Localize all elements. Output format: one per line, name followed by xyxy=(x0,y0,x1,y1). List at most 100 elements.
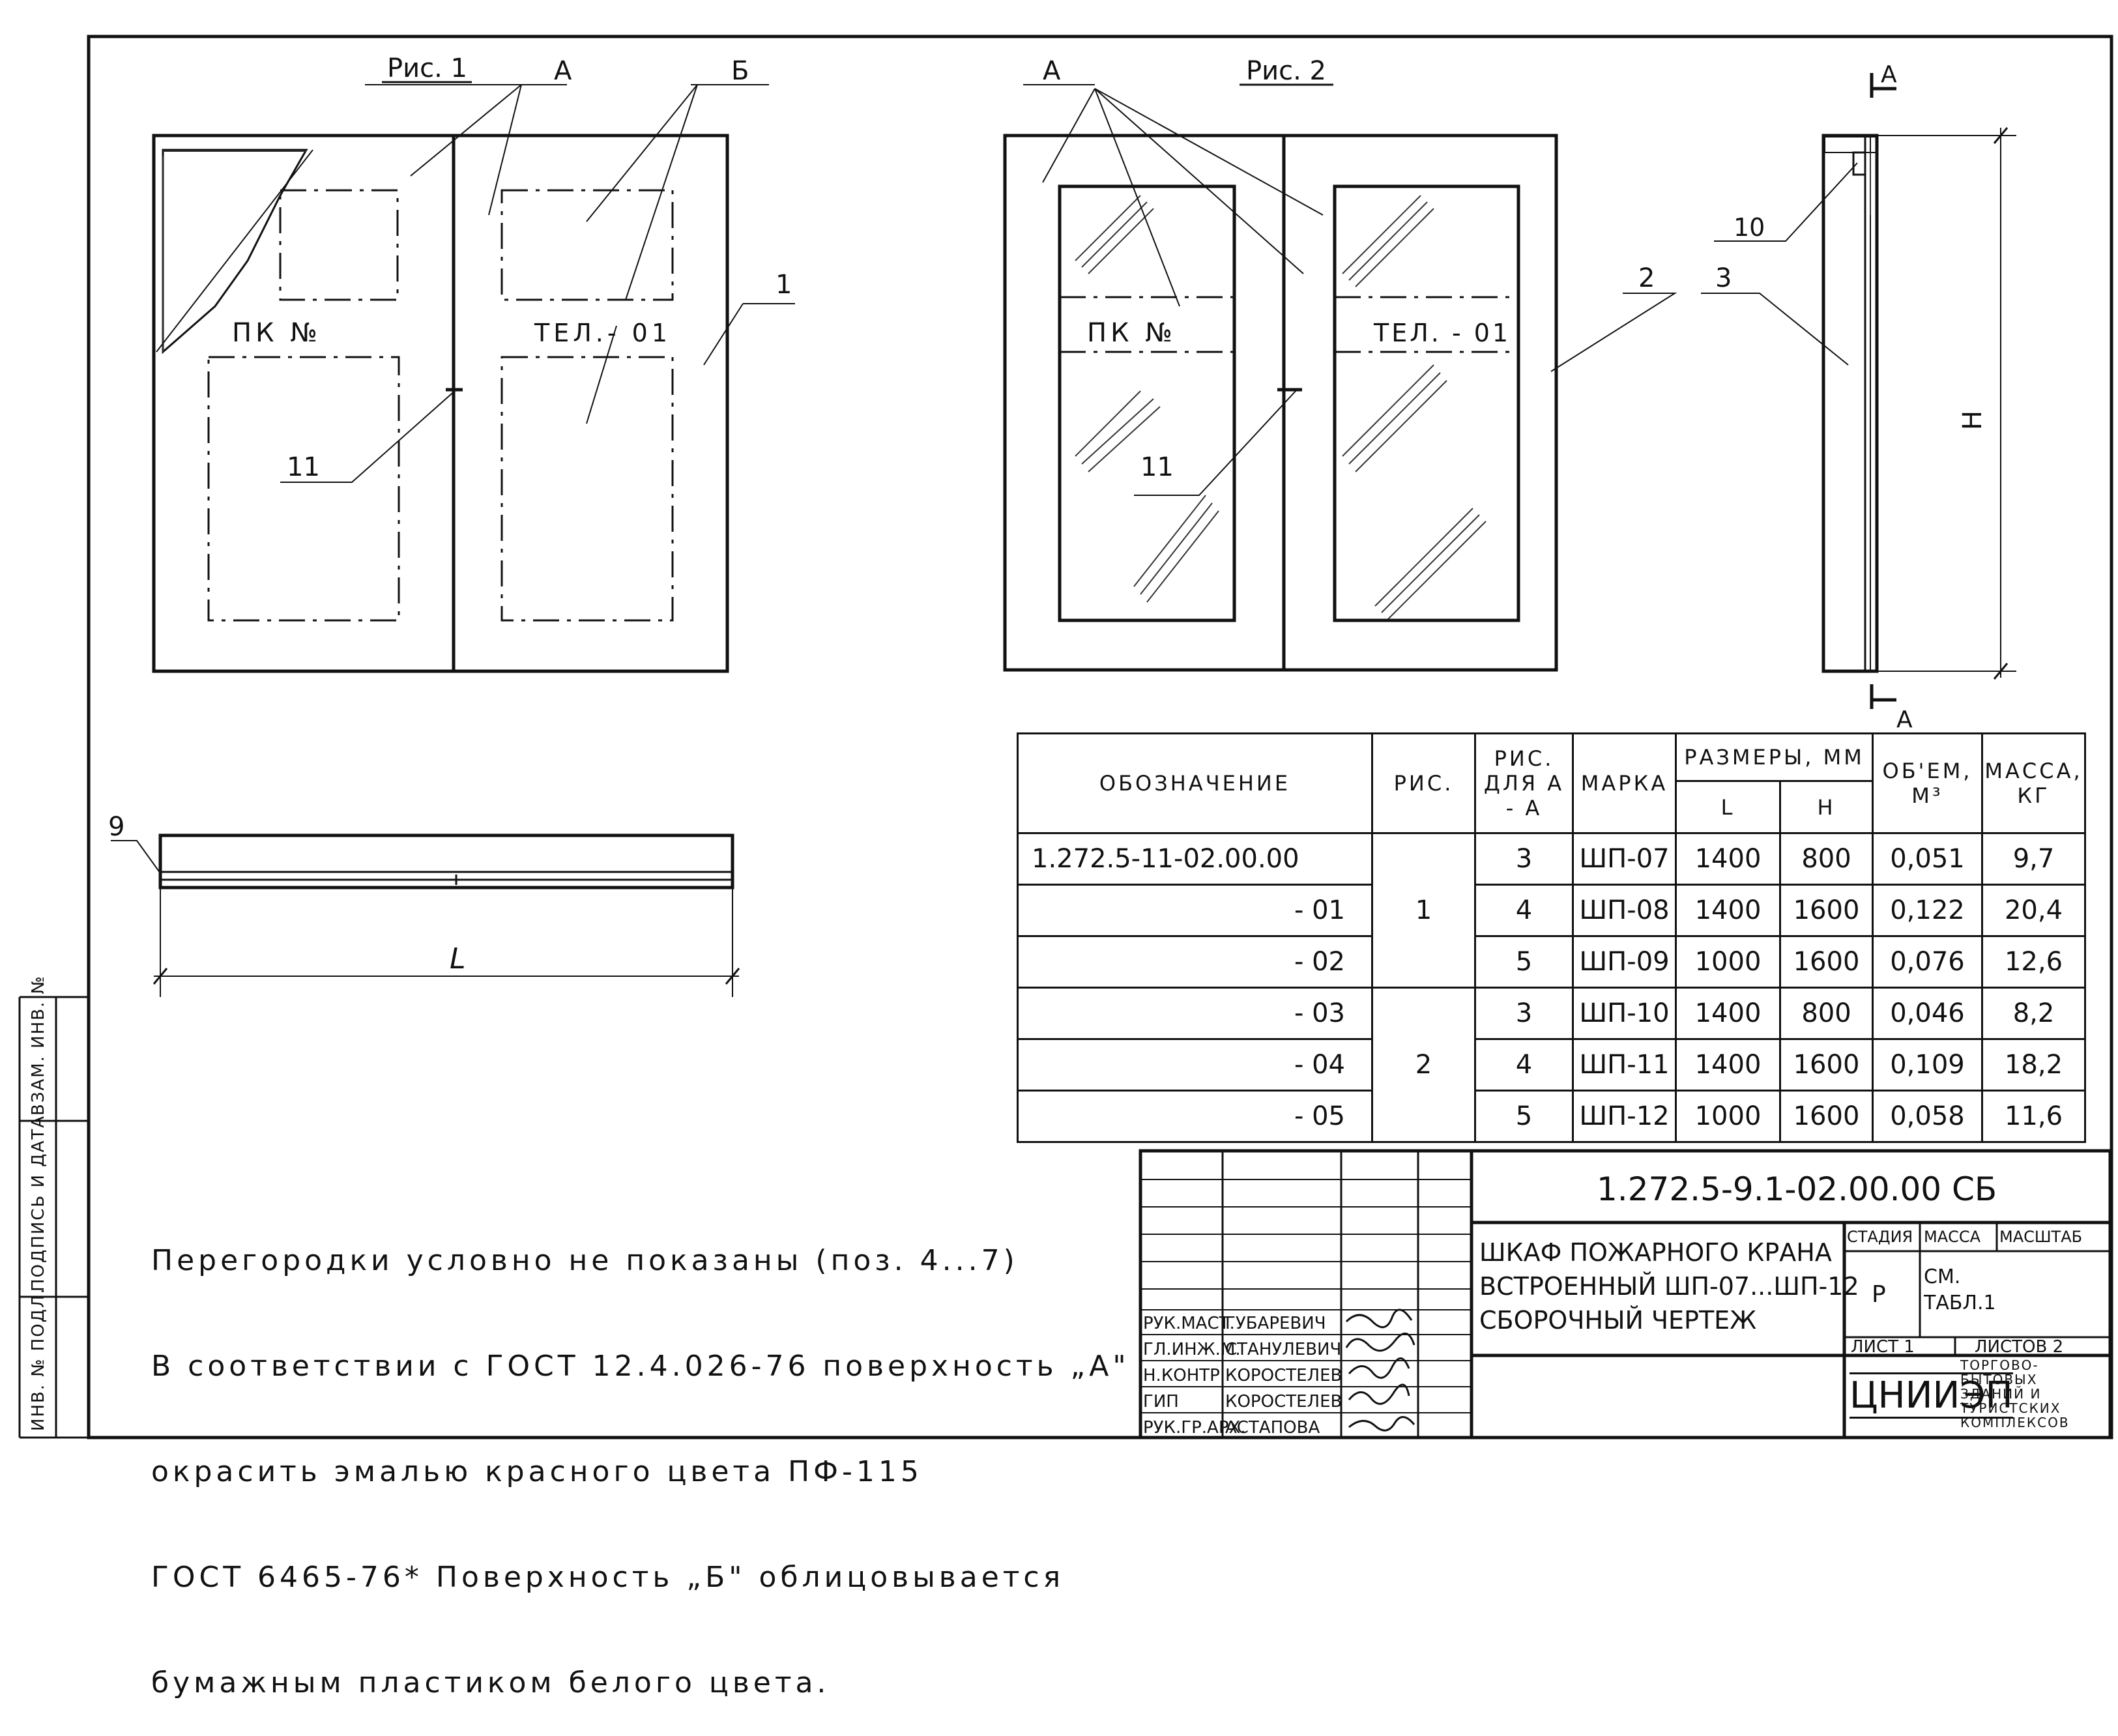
note-line: бумажным пластиком белого цвета. xyxy=(151,1666,830,1700)
fig1-title: Рис. 1 xyxy=(387,53,467,83)
cell-mass: 12,6 xyxy=(1981,935,2086,989)
fig1-dim-l: L xyxy=(450,942,466,976)
cell-mark: ШП-08 xyxy=(1572,884,1677,937)
cell-designation: - 03 xyxy=(1017,987,1373,1040)
fig1-plan-view xyxy=(111,833,740,997)
cell-designation: - 02 xyxy=(1017,935,1373,989)
signature-role: ГЛ.ИНЖ.М. xyxy=(1143,1340,1241,1359)
fig2-section-bottom: А xyxy=(1896,706,1913,733)
spec-table: ОБОЗНАЧЕНИЕ РИС. РИС. ДЛЯ А - А МАРКА РА… xyxy=(1017,732,2086,1143)
cell-mass: 11,6 xyxy=(1981,1090,2086,1143)
cell-mass: 9,7 xyxy=(1981,832,2086,886)
cell-mark: ШП-11 xyxy=(1572,1038,1677,1092)
title-line-2: ВСТРОЕННЫЙ ШП-07...ШП-12 xyxy=(1479,1272,1859,1301)
title-line-3: СБОРОЧНЫЙ ЧЕРТЕЖ xyxy=(1479,1306,1757,1335)
fig1-label-a: А xyxy=(554,56,572,86)
fig1-label-b: Б xyxy=(731,56,749,86)
org-logo: ЦНИИЭП xyxy=(1850,1372,2013,1419)
hdr-designation: ОБОЗНАЧЕНИЕ xyxy=(1017,732,1373,834)
fig2-callout-3: 3 xyxy=(1715,263,1732,293)
signature-name: СТАНУЛЕВИЧ xyxy=(1225,1340,1342,1359)
cell-l: 1400 xyxy=(1675,1038,1781,1092)
title-line-1: ШКАФ ПОЖАРНОГО КРАНА xyxy=(1479,1238,1832,1267)
hdr-dim-l: L xyxy=(1675,780,1781,834)
table-row: - 02 5 ШП-09 1000 1600 0,076 12,6 xyxy=(1017,935,2086,989)
hdr-mark: МАРКА xyxy=(1572,732,1677,834)
cell-fig-section: 5 xyxy=(1474,935,1574,989)
hdr-mass: МАССА, КГ xyxy=(1981,732,2086,834)
cell-h: 800 xyxy=(1779,987,1874,1040)
fig1-cabinet-outline xyxy=(152,134,729,673)
note-line: В соответствии с ГОСТ 12.4.026-76 поверх… xyxy=(151,1350,1130,1383)
fig2-side-section xyxy=(1701,73,2016,709)
cell-designation: 1.272.5-11-02.00.00 xyxy=(1017,832,1373,886)
cell-fig: 2 xyxy=(1371,987,1476,1143)
cell-h: 800 xyxy=(1779,832,1874,886)
signature-role: ГИП xyxy=(1143,1392,1179,1411)
org-name-line: ЗДАНИЙ И xyxy=(1960,1386,2042,1402)
cell-fig-section: 5 xyxy=(1474,1090,1574,1143)
cell-designation: - 04 xyxy=(1017,1038,1373,1092)
doc-number: 1.272.5-9.1-02.00.00 СБ xyxy=(1597,1170,1997,1208)
cell-h: 1600 xyxy=(1779,1090,1874,1143)
side-sign-date: ПОДПИСЬ И ДАТА xyxy=(29,1114,48,1292)
fig2-dim-h: H xyxy=(1958,411,1988,430)
scale-label: МАСШТАБ xyxy=(1999,1228,2083,1246)
side-inv-orig: ИНВ. № ПОДЛ. xyxy=(29,1287,48,1431)
cell-fig-section: 4 xyxy=(1474,884,1574,937)
note-line: ГОСТ 6465-76* Поверхность „Б" облицовыва… xyxy=(151,1561,1065,1594)
cell-volume: 0,051 xyxy=(1872,832,1983,886)
signature-name: АСТАПОВА xyxy=(1225,1418,1320,1438)
hdr-volume: ОБ'ЕМ, М³ xyxy=(1872,732,1983,834)
note-line: окрасить эмалью красного цвета ПФ-115 xyxy=(151,1455,923,1488)
cell-mass: 8,2 xyxy=(1981,987,2086,1040)
cell-mark: ШП-12 xyxy=(1572,1090,1677,1143)
cell-volume: 0,046 xyxy=(1872,987,1983,1040)
hdr-dimensions: РАЗМЕРЫ, ММ xyxy=(1675,732,1874,783)
cell-l: 1000 xyxy=(1675,1090,1781,1143)
org-name: ТОРГОВО- БЫТОВЫХ ЗДАНИЙ И ТУРИСТСКИХ КОМ… xyxy=(1960,1358,2070,1430)
mass-value: СМ. ТАБЛ.1 xyxy=(1924,1266,1996,1314)
cell-volume: 0,058 xyxy=(1872,1090,1983,1143)
fig2-callout-2: 2 xyxy=(1638,263,1655,293)
stage-value: Р xyxy=(1872,1281,1886,1308)
fig1-label-tel: ТЕЛ.- 01 xyxy=(534,319,671,347)
fig2-title: Рис. 2 xyxy=(1246,56,1326,86)
cell-designation: - 05 xyxy=(1017,1090,1373,1143)
mass-label: МАССА xyxy=(1924,1228,1981,1246)
signature-name: ГУБАРЕВИЧ xyxy=(1225,1314,1326,1333)
fig2-callout-11: 11 xyxy=(1140,452,1174,482)
fig1-view xyxy=(152,81,795,673)
cell-volume: 0,076 xyxy=(1872,935,1983,989)
fig2-section-top: А xyxy=(1881,61,1897,88)
fig1-callout-9: 9 xyxy=(108,812,124,842)
stage-label: СТАДИЯ xyxy=(1847,1228,1913,1246)
fig2-cabinet-outline xyxy=(1003,134,1558,672)
table-row: - 01 4 ШП-08 1400 1600 0,122 20,4 xyxy=(1017,884,2086,937)
org-name-line: ТУРИСТСКИХ xyxy=(1960,1400,2061,1416)
signature-role: РУК.ГР.АРХ. xyxy=(1143,1418,1246,1438)
cell-l: 1000 xyxy=(1675,935,1781,989)
cell-l: 1400 xyxy=(1675,832,1781,886)
title-block-grid xyxy=(1139,1149,2112,1439)
signature-role: РУК.МАСТ. xyxy=(1143,1314,1235,1333)
sheets-label: ЛИСТОВ 2 xyxy=(1975,1337,2064,1357)
table-row: - 04 4 ШП-11 1400 1600 0,109 18,2 xyxy=(1017,1038,2086,1092)
cell-fig-section: 4 xyxy=(1474,1038,1574,1092)
drawing-sheet: Рис. 1 А Б ПК № ТЕЛ.- 01 1 11 9 L xyxy=(18,35,2113,1439)
fig2-view xyxy=(1003,83,1677,672)
cell-l: 1400 xyxy=(1675,884,1781,937)
fig2-label-pk: ПК № xyxy=(1087,318,1176,348)
hdr-fig: РИС. xyxy=(1371,732,1476,834)
side-replace-inv: ВЗАМ. ИНВ. № xyxy=(29,975,48,1116)
table-row: - 05 5 ШП-12 1000 1600 0,058 11,6 xyxy=(1017,1090,2086,1143)
cell-mass: 20,4 xyxy=(1981,884,2086,937)
sheet-label: ЛИСТ 1 xyxy=(1851,1337,1915,1357)
cell-h: 1600 xyxy=(1779,1038,1874,1092)
signature-name: КОРОСТЕЛЕВ xyxy=(1225,1392,1342,1411)
cell-mark: ШП-07 xyxy=(1572,832,1677,886)
cell-mass: 18,2 xyxy=(1981,1038,2086,1092)
org-name-line: КОМПЛЕКСОВ xyxy=(1960,1415,2070,1430)
hdr-fig-for-section: РИС. ДЛЯ А - А xyxy=(1474,732,1574,834)
fig2-label-a: А xyxy=(1043,56,1061,86)
